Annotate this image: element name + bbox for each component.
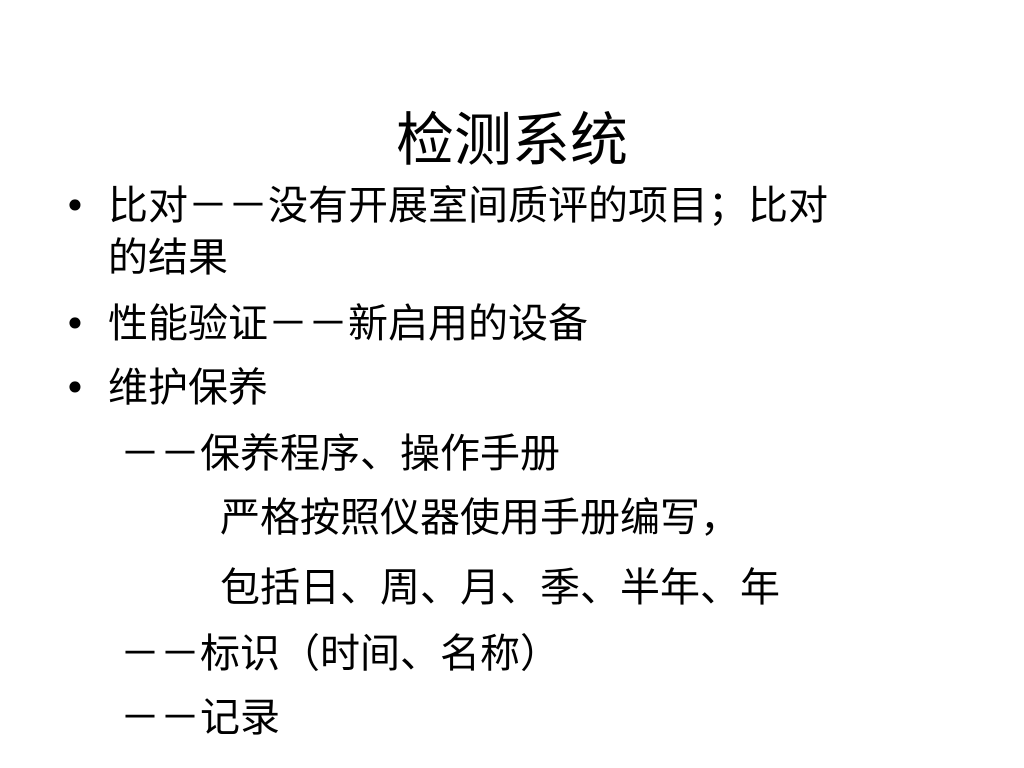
sub-item: －－标识（时间、名称） <box>120 631 560 677</box>
bullet-marker: • <box>63 184 87 228</box>
bullet-item: • 维护保养 <box>60 362 960 414</box>
bullet-marker: • <box>63 366 87 410</box>
bullet-marker: • <box>63 302 87 346</box>
bullet-text: 比对－－没有开展室间质评的项目；比对 <box>108 183 828 229</box>
bullet-item: • 比对－－没有开展室间质评的项目；比对 的结果 <box>60 180 960 284</box>
bullet-text: 维护保养 <box>108 365 268 411</box>
sub-item-detail: 严格按照仪器使用手册编写， <box>220 495 740 541</box>
sub-item: －－记录 <box>120 695 280 741</box>
sub-item: －－保养程序、操作手册 <box>120 431 560 477</box>
bullet-item: • 性能验证－－新启用的设备 <box>60 298 960 350</box>
slide-title: 检测系统 <box>395 106 628 174</box>
sub-item-detail: 包括日、周、月、季、半年、年 <box>220 565 780 611</box>
bullet-text-continued: 的结果 <box>108 235 228 281</box>
bullet-text: 性能验证－－新启用的设备 <box>108 301 588 347</box>
